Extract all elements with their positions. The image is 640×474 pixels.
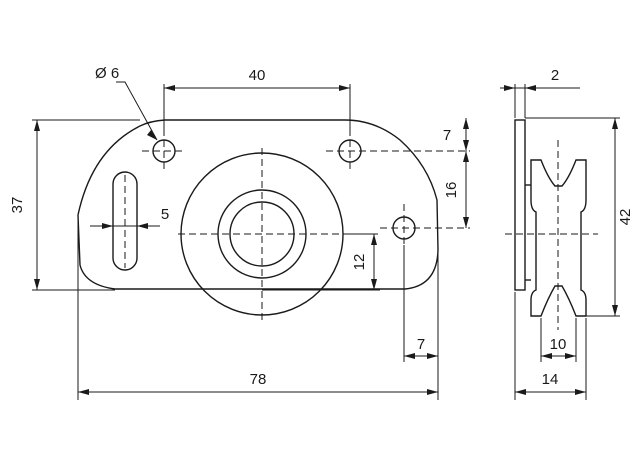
label-hole-spacing: 40 bbox=[249, 67, 266, 84]
dimension-lines bbox=[32, 81, 620, 400]
label-hole-vertical-spacing: 16 bbox=[443, 182, 460, 199]
mounting-slot bbox=[112, 171, 138, 271]
center-lines bbox=[100, 129, 470, 320]
label-hole-offset-top: 7 bbox=[443, 127, 451, 144]
label-slot-offset: 5 bbox=[161, 206, 169, 223]
base-plate-outline bbox=[77, 119, 439, 290]
dimension-labels: Ø 6 40 2 7 37 16 42 5 12 7 10 78 14 bbox=[9, 65, 634, 388]
label-groove-width: 10 bbox=[550, 336, 567, 353]
label-overall-height: 37 bbox=[9, 197, 26, 214]
label-overall-width-side: 42 bbox=[617, 209, 634, 226]
label-hole-diameter: Ø 6 bbox=[95, 65, 119, 82]
side-view bbox=[505, 119, 598, 330]
sheave-profile bbox=[530, 159, 587, 317]
label-overall-depth: 14 bbox=[542, 371, 559, 388]
leader-diameter bbox=[116, 81, 158, 141]
label-sheave-thickness: 2 bbox=[551, 67, 559, 84]
front-view bbox=[77, 119, 470, 320]
label-center-height: 12 bbox=[351, 254, 368, 271]
label-overall-length: 78 bbox=[250, 371, 267, 388]
label-hole-offset-right: 7 bbox=[417, 336, 425, 353]
side-plate bbox=[514, 119, 526, 291]
